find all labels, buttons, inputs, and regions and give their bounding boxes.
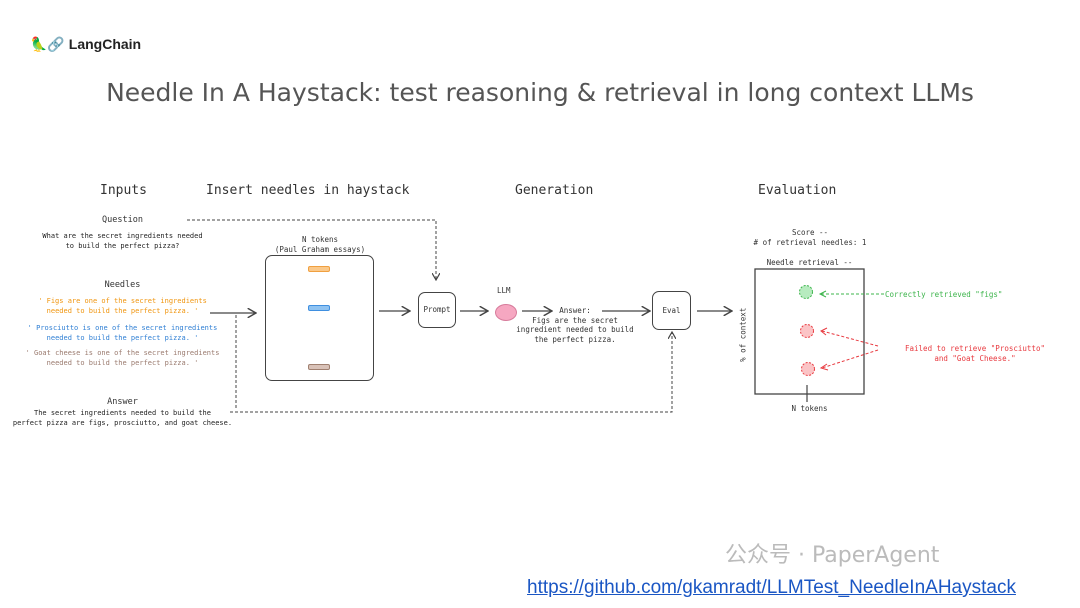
needle-figs: ' Figs are one of the secret ingredients…: [38, 297, 207, 315]
score-text: Score -- # of retrieval needles: 1: [753, 228, 867, 247]
langchain-logo: 🦜🔗 LangChain: [30, 36, 141, 53]
needle-marker-figs: [308, 266, 330, 272]
github-link[interactable]: https://github.com/gkamradt/LLMTest_Need…: [527, 577, 1016, 598]
parrot-link-icon: 🦜🔗: [30, 36, 65, 52]
question-to-prompt-arrow: [187, 219, 436, 280]
needles-label: Needles: [104, 280, 141, 290]
llm-label: LLM: [497, 286, 511, 295]
answer-text: The secret ingredients needed to build t…: [12, 409, 233, 427]
answer-to-eval-arrow: [230, 332, 672, 413]
needle-point-figs: [799, 285, 813, 299]
page-title: Needle In A Haystack: test reasoning & r…: [106, 78, 974, 107]
needle-marker-goat-cheese: [308, 364, 330, 370]
failure-pointers: [821, 330, 879, 369]
haystack-box: [265, 255, 374, 381]
section-generation: Generation: [515, 183, 594, 198]
needle-marker-prosciutto: [308, 305, 330, 311]
question-label: Question: [102, 215, 143, 225]
section-evaluation: Evaluation: [758, 183, 837, 198]
question-text: What are the secret ingredients needed t…: [42, 232, 203, 250]
answer-label: Answer: [107, 397, 138, 407]
needle-point-goat-cheese: [801, 362, 815, 376]
prompt-node: Prompt: [418, 292, 456, 328]
brain-icon: [495, 304, 517, 321]
eval-node: Eval: [652, 291, 691, 330]
chart-title: Needle retrieval --: [766, 258, 853, 267]
needle-goat-cheese: ' Goat cheese is one of the secret ingre…: [25, 349, 220, 367]
needle-prosciutto: ' Prosciutto is one of the secret ingred…: [27, 324, 218, 342]
logo-text: LangChain: [68, 36, 142, 52]
section-inputs: Inputs: [100, 183, 147, 198]
watermark: 公众号 · PaperAgent: [725, 543, 940, 568]
success-annotation: Correctly retrieved "figs": [885, 290, 1003, 299]
retrieval-chart-frame: [754, 268, 865, 395]
llm-answer: Answer: Figs are the secret ingredient n…: [516, 306, 634, 344]
section-insert: Insert needles in haystack: [206, 183, 410, 198]
x-axis-label: N tokens: [791, 404, 828, 413]
haystack-label: N tokens (Paul Graham essays): [274, 235, 366, 254]
needle-point-prosciutto: [800, 324, 814, 338]
y-axis-label: % of context: [738, 307, 748, 362]
failure-annotation: Failed to retrieve "Prosciutto" and "Goa…: [905, 344, 1045, 363]
